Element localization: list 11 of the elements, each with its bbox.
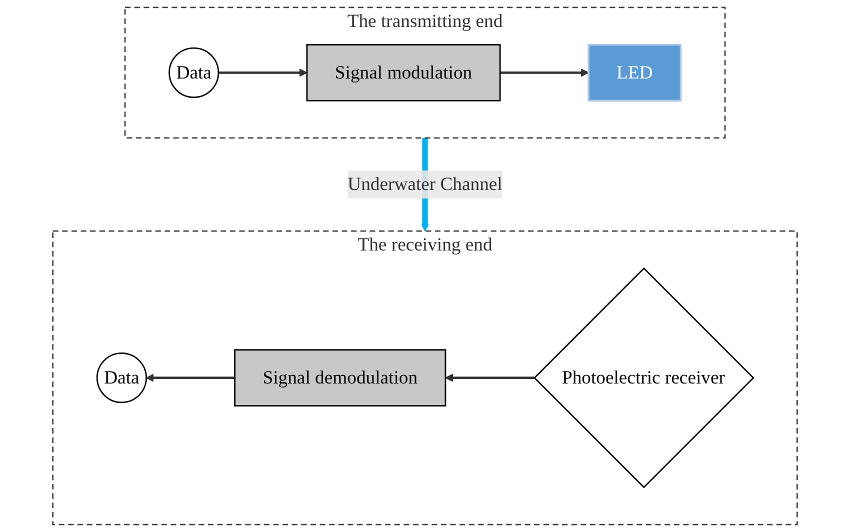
arrow bbox=[146, 374, 235, 382]
node-diamond: Photoelectric receiver bbox=[533, 267, 754, 488]
node-circle: Data bbox=[168, 47, 220, 98]
arrow bbox=[500, 68, 589, 77]
node-box: Signal demodulation bbox=[234, 349, 446, 406]
node-box: LED bbox=[588, 44, 682, 102]
node-box: Signal modulation bbox=[306, 44, 501, 102]
node-circle: Data bbox=[96, 352, 147, 404]
edge-label: Underwater Channel bbox=[348, 174, 502, 195]
arrow bbox=[445, 374, 534, 382]
arrow bbox=[218, 68, 308, 77]
